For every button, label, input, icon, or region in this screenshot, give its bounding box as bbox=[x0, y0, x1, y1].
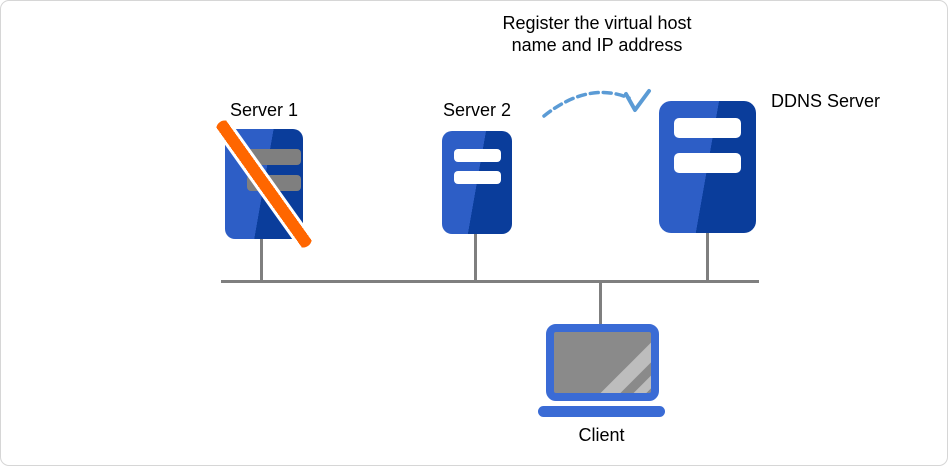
register-annotation-line1: Register the virtual host bbox=[502, 13, 692, 33]
server1-connection-line bbox=[260, 239, 263, 280]
server1-label: Server 1 bbox=[229, 100, 299, 120]
ddns-connection-line bbox=[706, 233, 709, 280]
server-slot bbox=[247, 149, 301, 165]
server-slot bbox=[454, 149, 501, 162]
server-slot bbox=[674, 153, 741, 173]
server-slot bbox=[674, 118, 741, 138]
client-label: Client bbox=[578, 425, 625, 445]
server-slot bbox=[454, 171, 501, 184]
server2-label: Server 2 bbox=[442, 100, 512, 120]
screen-reflection bbox=[594, 332, 651, 393]
laptop-icon bbox=[538, 324, 665, 417]
register-annotation-line2: name and IP address bbox=[511, 35, 683, 55]
ddns-server-label: DDNS Server bbox=[771, 91, 881, 111]
server-icon bbox=[442, 131, 512, 234]
laptop-screen bbox=[546, 324, 659, 401]
network-bus-line bbox=[221, 280, 759, 283]
server2-connection-line bbox=[474, 234, 477, 280]
laptop-base bbox=[538, 406, 665, 417]
dashed-curved-arrow-icon bbox=[542, 89, 651, 118]
register-annotation: Register the virtual host name and IP ad… bbox=[441, 12, 753, 56]
server-icon bbox=[659, 101, 756, 233]
client-connection-line bbox=[599, 283, 602, 324]
